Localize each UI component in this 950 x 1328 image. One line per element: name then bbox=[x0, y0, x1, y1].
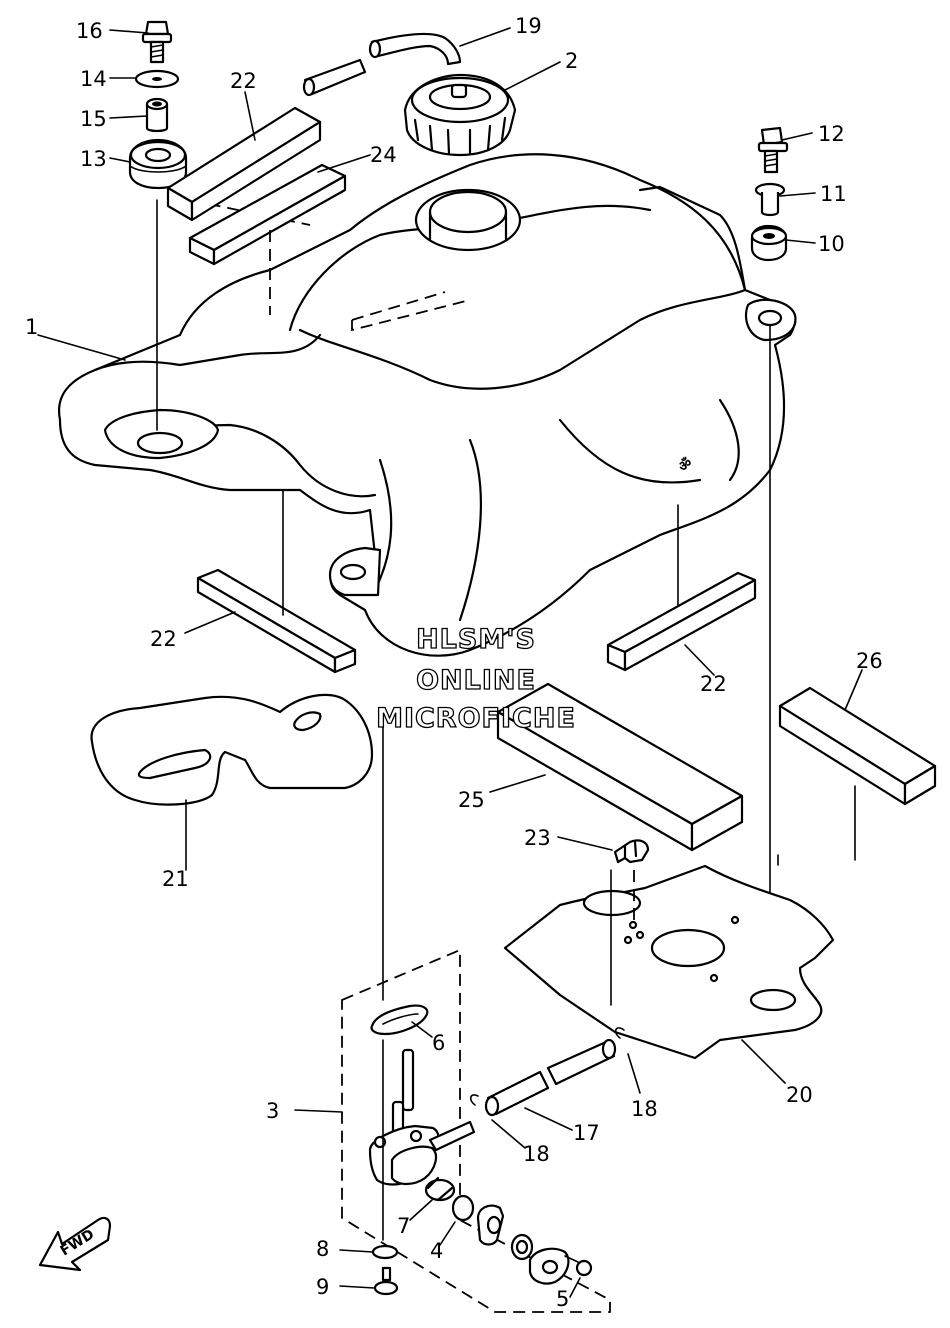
callout-13: 13 bbox=[80, 147, 107, 171]
fuel-tank: ॐ bbox=[57, 153, 797, 657]
callout-12: 12 bbox=[818, 122, 845, 146]
callout-5: 5 bbox=[556, 1287, 569, 1311]
fuel-cap bbox=[403, 73, 517, 157]
callout-10: 10 bbox=[818, 232, 845, 256]
callout-15: 15 bbox=[80, 107, 107, 131]
watermark-line-3: MICROFICHE bbox=[376, 703, 576, 734]
watermark-line-2: ONLINE bbox=[416, 665, 536, 696]
callout-6: 6 bbox=[432, 1031, 445, 1055]
callout-8: 8 bbox=[316, 1237, 329, 1261]
callout-19: 19 bbox=[515, 14, 542, 38]
callout-9: 9 bbox=[316, 1275, 329, 1299]
fuel-cock-assembly bbox=[341, 711, 611, 1313]
callout-4: 4 bbox=[430, 1239, 443, 1263]
left-mount-hardware bbox=[128, 20, 188, 431]
right-mount-hardware bbox=[750, 126, 789, 996]
callout-20: 20 bbox=[786, 1083, 813, 1107]
callout-23: 23 bbox=[524, 826, 551, 850]
callout-22-right: 22 bbox=[700, 672, 727, 696]
callout-3: 3 bbox=[266, 1099, 279, 1123]
heat-shield bbox=[90, 693, 374, 806]
breather-hose bbox=[302, 32, 462, 97]
fuel-hose bbox=[469, 1027, 625, 1117]
foam-pads bbox=[166, 106, 937, 866]
watermark: HLSM'S ONLINE MICROFICHE bbox=[375, 623, 576, 734]
callout-24: 24 bbox=[370, 143, 397, 167]
mounting-plate bbox=[503, 864, 835, 1060]
leader-lines bbox=[37, 27, 863, 1298]
callout-21: 21 bbox=[162, 867, 189, 891]
callout-16: 16 bbox=[76, 19, 103, 43]
callout-18-left: 18 bbox=[523, 1142, 550, 1166]
hose-clip bbox=[613, 839, 650, 864]
callout-22-top: 22 bbox=[230, 69, 257, 93]
callout-18-right: 18 bbox=[631, 1097, 658, 1121]
callout-labels: 16 14 15 13 22 24 19 2 1 12 11 10 22 22 … bbox=[25, 14, 883, 1311]
forward-direction-arrow: FWD bbox=[38, 1216, 112, 1272]
callout-7: 7 bbox=[397, 1214, 410, 1238]
callout-17: 17 bbox=[573, 1121, 600, 1145]
callout-2: 2 bbox=[565, 49, 578, 73]
callout-11: 11 bbox=[820, 182, 847, 206]
callout-14: 14 bbox=[80, 67, 107, 91]
callout-22-left: 22 bbox=[150, 627, 177, 651]
watermark-line-1: HLSM'S bbox=[416, 624, 536, 655]
callout-25: 25 bbox=[458, 788, 485, 812]
callout-26: 26 bbox=[856, 649, 883, 673]
callout-1: 1 bbox=[25, 315, 38, 339]
